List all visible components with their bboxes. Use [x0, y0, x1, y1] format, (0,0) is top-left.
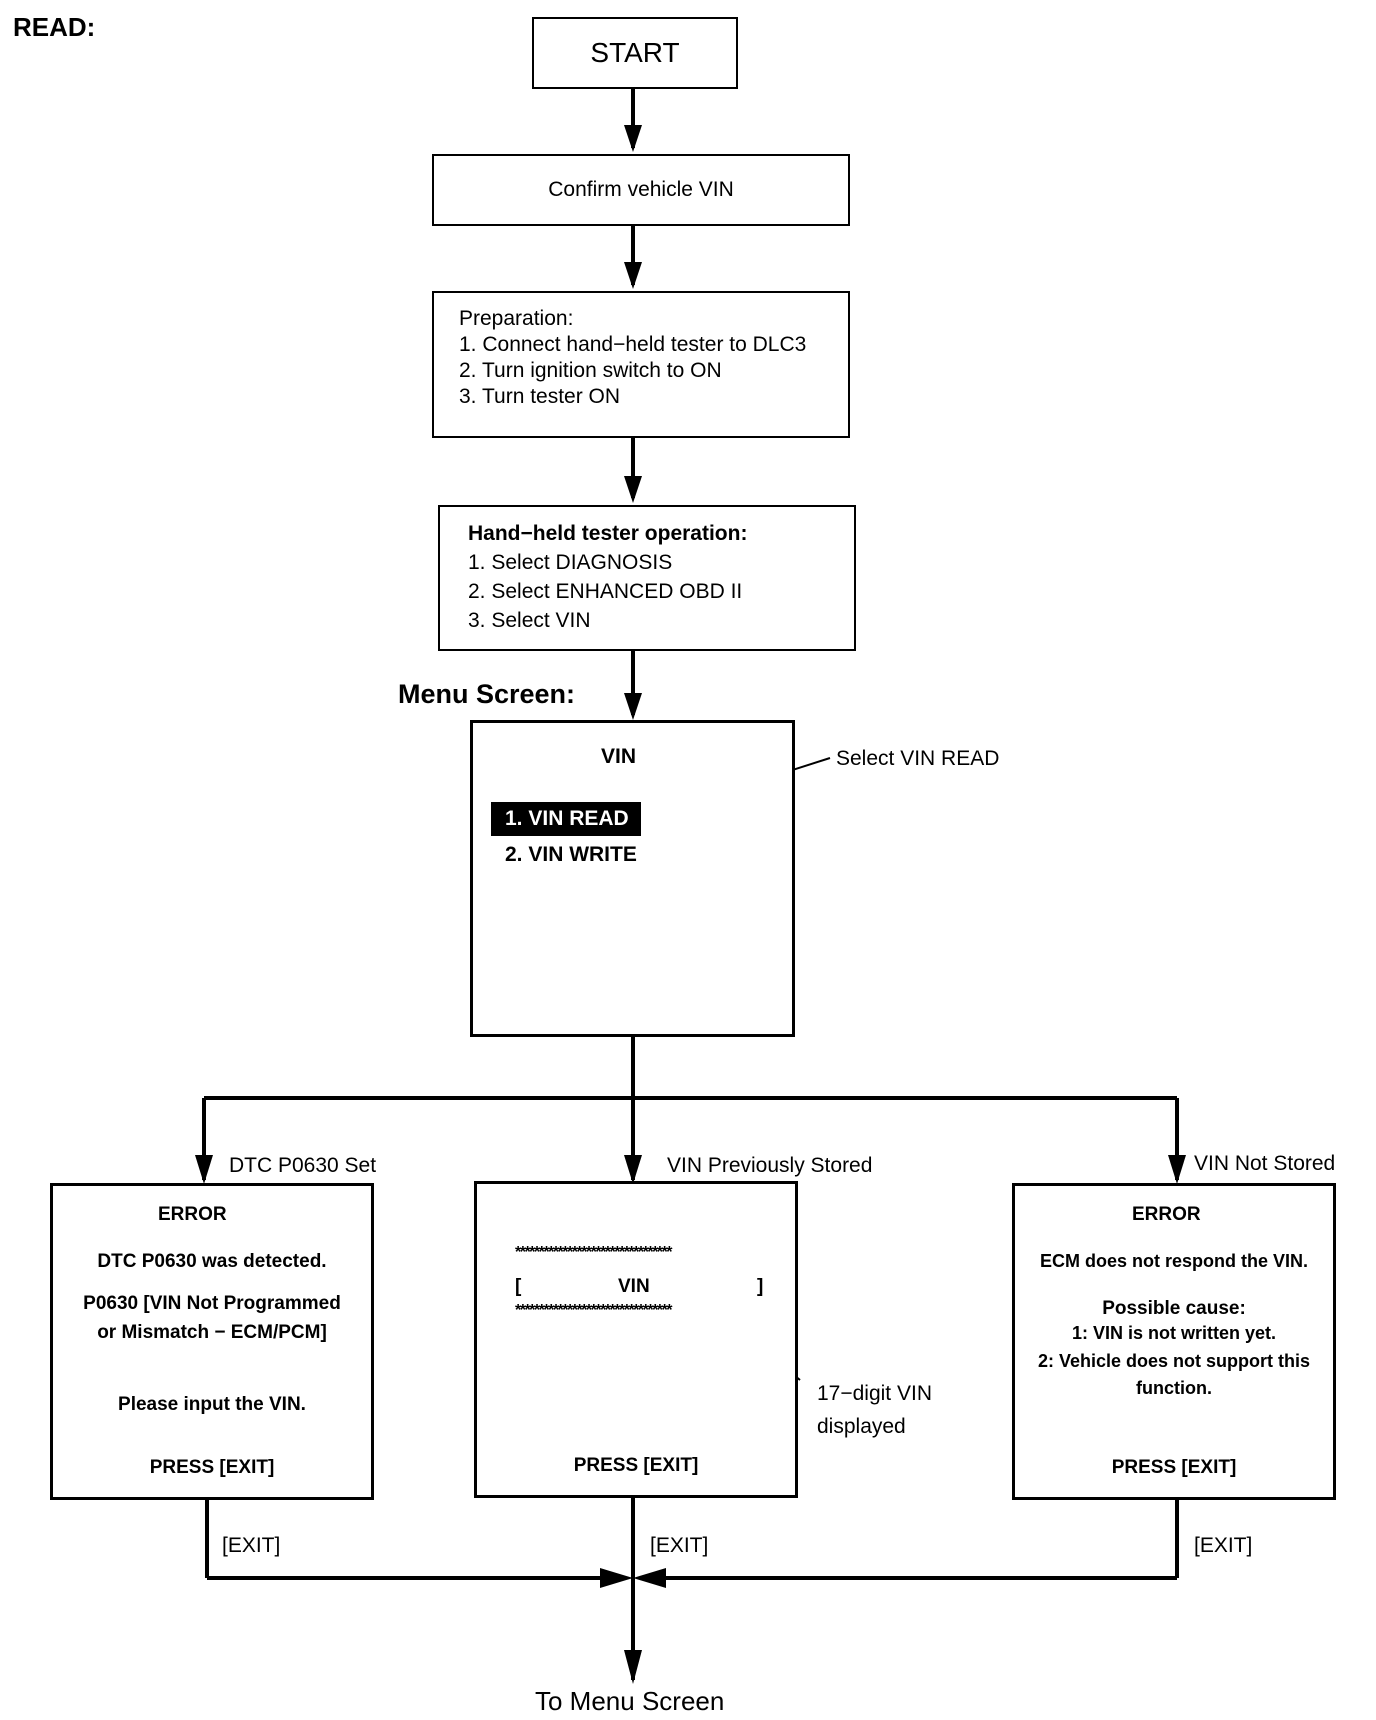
tester-operation-box: Hand−held tester operation: 1. Select DI…: [438, 505, 856, 651]
vin-bracket-open: [: [515, 1276, 522, 1297]
dtc-error-screen: ERROR DTC P0630 was detected. P0630 [VIN…: [50, 1183, 374, 1500]
callout-17-digit-line: displayed: [817, 1415, 906, 1438]
to-menu-screen-label: To Menu Screen: [535, 1686, 725, 1716]
confirm-vin-label: Confirm vehicle VIN: [548, 178, 734, 201]
menu-title: VIN: [601, 745, 637, 768]
not-stored-line: 2: Vehicle does not support this: [1037, 1351, 1311, 1371]
menu-screen: VIN 1. VIN READ 2. VIN WRITE: [470, 720, 795, 1037]
preparation-title: Preparation:: [459, 307, 574, 330]
dtc-error-line: P0630 [VIN Not Programmed: [83, 1293, 341, 1314]
not-stored-line: Possible cause:: [1102, 1298, 1246, 1319]
start-box: START: [532, 17, 738, 89]
dtc-error-line: Please input the VIN.: [118, 1394, 306, 1415]
preparation-box: Preparation: 1. Connect hand−held tester…: [432, 291, 850, 438]
dtc-error-title: ERROR: [158, 1204, 227, 1225]
vin-press-exit: PRESS [EXIT]: [573, 1455, 699, 1476]
operation-title: Hand−held tester operation:: [468, 522, 748, 545]
confirm-vin-box: Confirm vehicle VIN: [432, 154, 850, 226]
callout-17-digit-line: 17−digit VIN: [817, 1382, 932, 1405]
not-stored-line: 1: VIN is not written yet.: [1071, 1323, 1277, 1343]
not-stored-error-title: ERROR: [1132, 1204, 1201, 1225]
preparation-step: 3. Turn tester ON: [459, 385, 621, 408]
vin-value: VIN: [618, 1276, 650, 1297]
menu-item-vin-write[interactable]: 2. VIN WRITE: [505, 843, 637, 866]
menu-screen-label: Menu Screen:: [398, 679, 576, 709]
vin-stars-top: *********************************: [515, 1244, 672, 1261]
operation-step: 3. Select VIN: [468, 609, 591, 632]
page-heading: READ:: [13, 12, 96, 42]
start-label: START: [590, 37, 680, 68]
not-stored-press-exit: PRESS [EXIT]: [1111, 1457, 1237, 1478]
vin-bracket-close: ]: [757, 1276, 764, 1297]
dtc-error-line: or Mismatch − ECM/PCM]: [97, 1322, 327, 1343]
branch-label-dtc: DTC P0630 Set: [229, 1154, 377, 1177]
preparation-step: 1. Connect hand−held tester to DLC3: [459, 333, 807, 356]
callout-17-digit-vin: 17−digit VIN displayed: [817, 1377, 932, 1443]
branch-label-vin-not-stored: VIN Not Stored: [1194, 1152, 1336, 1175]
operation-step: 1. Select DIAGNOSIS: [468, 551, 673, 574]
callout-select-vin-read: Select VIN READ: [836, 747, 1000, 770]
preparation-step: 2. Turn ignition switch to ON: [459, 359, 722, 382]
menu-item-vin-read[interactable]: 1. VIN READ: [491, 802, 641, 836]
exit-label-right: [EXIT]: [1194, 1534, 1253, 1557]
dtc-error-line: DTC P0630 was detected.: [97, 1251, 327, 1272]
dtc-press-exit: PRESS [EXIT]: [149, 1457, 275, 1478]
vin-not-stored-screen: ERROR ECM does not respond the VIN. Poss…: [1012, 1183, 1336, 1500]
not-stored-line: ECM does not respond the VIN.: [1039, 1251, 1308, 1271]
branch-label-vin-stored: VIN Previously Stored: [667, 1154, 873, 1177]
vin-stars-bottom: *********************************: [515, 1302, 672, 1319]
vin-stored-screen: ********************************* [ VIN …: [474, 1181, 798, 1498]
operation-step: 2. Select ENHANCED OBD II: [468, 580, 743, 603]
exit-label-left: [EXIT]: [222, 1534, 281, 1557]
not-stored-line: function.: [1136, 1378, 1212, 1398]
exit-label-mid: [EXIT]: [650, 1534, 709, 1557]
